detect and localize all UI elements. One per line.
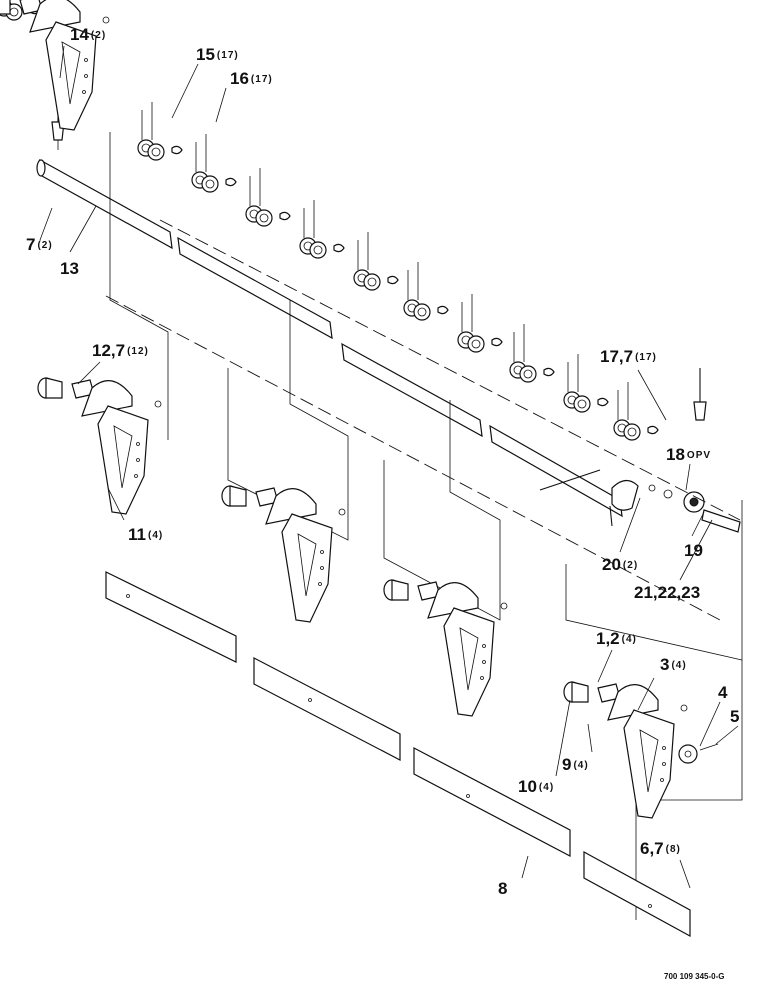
callout-7: 7(2) xyxy=(26,235,53,254)
callout-3: 3(4) xyxy=(660,655,687,674)
bottom-bars xyxy=(105,571,691,938)
callout-15: 15(17) xyxy=(196,45,239,64)
cam-brackets xyxy=(0,0,719,819)
callout-20: 20(2) xyxy=(602,555,639,574)
callout-5: 5 xyxy=(730,707,740,726)
tube-13 xyxy=(36,158,623,518)
callout-16: 16(17) xyxy=(230,69,273,88)
callout-12-7: 12,7(12) xyxy=(92,341,149,360)
callout-1-2: 1,2(4) xyxy=(596,629,637,648)
callout-4: 4 xyxy=(718,683,728,702)
callout-17-7: 17,7(17) xyxy=(600,347,657,366)
document-number: 700 109 345-0-G xyxy=(664,972,725,981)
shaft-end-assembly xyxy=(539,469,741,533)
callout-10: 10(4) xyxy=(518,777,555,796)
callout-19: 19 xyxy=(684,541,703,560)
callout-11: 11(4) xyxy=(128,525,164,544)
callout-13: 13 xyxy=(60,259,79,278)
callout-21-22-23: 21,22,23 xyxy=(634,583,701,602)
callout-6-7: 6,7(8) xyxy=(640,839,681,858)
tine-springs xyxy=(0,0,659,441)
callout-8: 8 xyxy=(498,879,508,898)
callout-9: 9(4) xyxy=(562,755,589,774)
leader-lines xyxy=(39,45,739,889)
callout-14: 14(2) xyxy=(70,25,107,44)
